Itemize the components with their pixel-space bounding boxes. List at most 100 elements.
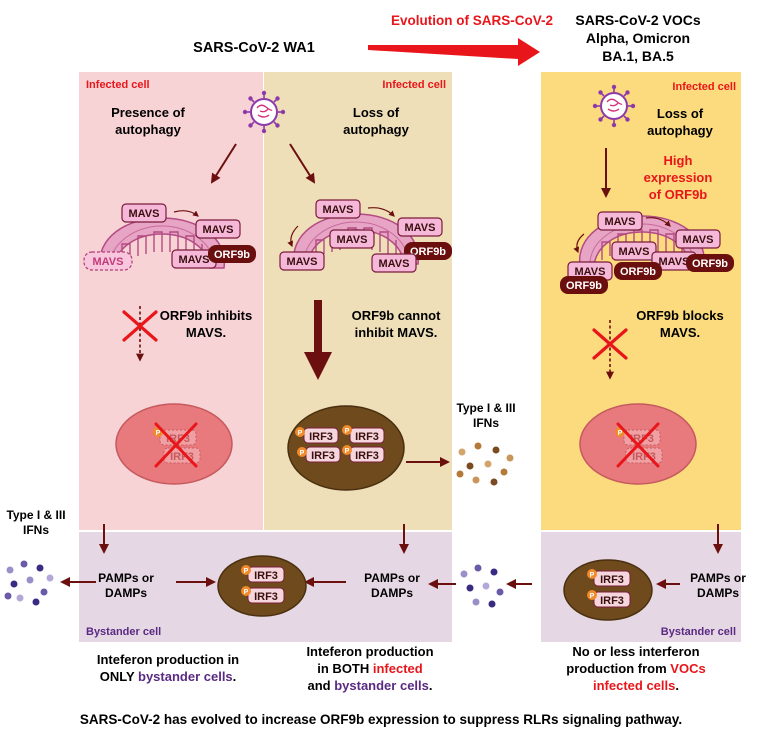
svg-text:MAVS: MAVS bbox=[93, 256, 124, 268]
panel1-inhibit-2: MAVS. bbox=[186, 325, 226, 340]
evolution-arrow bbox=[368, 38, 540, 66]
mavs-badge: MAVS bbox=[651, 251, 697, 271]
irf3-badge: IRF3 bbox=[593, 570, 631, 587]
bystander-nucleus-icon bbox=[217, 555, 307, 617]
svg-text:IRF3: IRF3 bbox=[254, 591, 278, 603]
svg-text:MAVS: MAVS bbox=[683, 234, 714, 246]
bystander-label: Bystander cell bbox=[661, 626, 736, 638]
caption-3-line-1: No or less interferon bbox=[572, 644, 699, 659]
mavs-badge: MAVS bbox=[397, 217, 443, 237]
pamps-label-1: PAMPs or bbox=[690, 571, 746, 585]
svg-text:P: P bbox=[345, 448, 350, 455]
panel3-desc-2: autophagy bbox=[647, 123, 713, 138]
mavs-badge: MAVS bbox=[121, 203, 167, 223]
svg-text:MAVS: MAVS bbox=[179, 254, 210, 266]
title-wa1: SARS-CoV-2 WA1 bbox=[193, 40, 315, 56]
pamps-label-1: PAMPs or bbox=[98, 571, 154, 585]
panel2-desc-1: Loss of bbox=[353, 105, 400, 120]
mavs-badge: MAVS bbox=[171, 249, 217, 269]
caption-2-line-2: in BOTH infected bbox=[317, 661, 423, 676]
arrow-virus-panel2 bbox=[289, 143, 316, 184]
caption-1-line-1: Inteferon production in bbox=[97, 652, 239, 667]
panel1-label: Infected cell bbox=[86, 79, 150, 91]
svg-text:IRF3: IRF3 bbox=[600, 574, 624, 586]
panel1-desc-1: Presence of bbox=[111, 105, 185, 120]
mavs-badge: MAVS bbox=[279, 251, 325, 271]
svg-text:IRF3: IRF3 bbox=[254, 570, 278, 582]
svg-text:MAVS: MAVS bbox=[619, 246, 650, 258]
caption-1-line-2: ONLY bystander cells. bbox=[100, 669, 237, 684]
svg-text:ORF9b: ORF9b bbox=[566, 280, 602, 292]
pamps-label-2: DAMPs bbox=[697, 586, 739, 600]
phospho-icon: P bbox=[241, 565, 251, 575]
ifn-particles-icon bbox=[460, 564, 504, 608]
svg-text:MAVS: MAVS bbox=[379, 258, 410, 270]
mavs-badge: MAVS bbox=[329, 229, 375, 249]
svg-text:P: P bbox=[298, 430, 303, 437]
irf3-badge: IRF3 bbox=[349, 427, 385, 444]
svg-text:MAVS: MAVS bbox=[323, 204, 354, 216]
svg-text:MAVS: MAVS bbox=[129, 208, 160, 220]
mavs-badge: MAVS bbox=[371, 253, 417, 273]
mavs-badge: MAVS bbox=[567, 261, 613, 281]
pamps-label-2: DAMPs bbox=[105, 586, 147, 600]
title-vocs-1: SARS-CoV-2 VOCs bbox=[575, 12, 700, 28]
caption-3-line-3: infected cells. bbox=[593, 678, 679, 693]
inhibition-x-icon bbox=[122, 310, 158, 342]
panel3-high-1: High bbox=[664, 153, 693, 168]
orf9b-badge: ORF9b bbox=[404, 242, 452, 260]
svg-text:P: P bbox=[244, 589, 249, 596]
ifn-label-bystander-2: IFNs bbox=[23, 523, 49, 537]
phospho-icon: P bbox=[587, 569, 597, 579]
irf3-badge: IRF3 bbox=[305, 446, 341, 463]
svg-text:P: P bbox=[156, 430, 161, 437]
svg-text:P: P bbox=[618, 430, 623, 437]
mavs-badge: MAVS bbox=[195, 219, 241, 239]
svg-text:IRF3: IRF3 bbox=[355, 431, 379, 443]
phospho-icon: P bbox=[297, 447, 307, 457]
mavs-badge-degraded: MAVS bbox=[83, 251, 133, 271]
arrow-virus-panel1 bbox=[210, 143, 237, 184]
panel2-desc-2: autophagy bbox=[343, 122, 409, 137]
ifn-label-bystander-1: Type I & III bbox=[6, 508, 65, 522]
mavs-move-arrow bbox=[173, 210, 199, 217]
svg-text:MAVS: MAVS bbox=[203, 224, 234, 236]
panel3-blocks-2: MAVS. bbox=[660, 325, 700, 340]
orf9b-badge: ORF9b bbox=[208, 245, 256, 263]
bystander-label: Bystander cell bbox=[86, 626, 161, 638]
svg-text:IRF3: IRF3 bbox=[311, 450, 335, 462]
svg-text:MAVS: MAVS bbox=[405, 222, 436, 234]
mavs-badge: MAVS bbox=[315, 199, 361, 219]
svg-text:ORF9b: ORF9b bbox=[410, 246, 446, 258]
orf9b-badge: ORF9b bbox=[686, 254, 734, 272]
phospho-icon: P bbox=[241, 586, 251, 596]
orf9b-badge: ORF9b bbox=[560, 276, 608, 294]
mavs-badge: MAVS bbox=[611, 241, 657, 261]
svg-text:MAVS: MAVS bbox=[605, 216, 636, 228]
panel1-desc-2: autophagy bbox=[115, 122, 181, 137]
mavs-move-arrow bbox=[573, 233, 585, 254]
svg-text:P: P bbox=[345, 428, 350, 435]
svg-text:P: P bbox=[244, 568, 249, 575]
virus-icon bbox=[241, 89, 287, 135]
svg-text:MAVS: MAVS bbox=[575, 266, 606, 278]
svg-text:ORF9b: ORF9b bbox=[692, 258, 728, 270]
bystander-nucleus-icon bbox=[563, 559, 653, 621]
svg-text:P: P bbox=[590, 593, 595, 600]
mavs-move-arrow bbox=[367, 207, 395, 217]
irf3-badge: IRF3 bbox=[349, 446, 385, 463]
panel3-high-3: of ORF9b bbox=[649, 187, 708, 202]
panel1-inhibit-1: ORF9b inhibits bbox=[160, 308, 252, 323]
panel2-cannot-1: ORF9b cannot bbox=[352, 308, 442, 323]
svg-text:IRF3: IRF3 bbox=[309, 431, 333, 443]
svg-text:MAVS: MAVS bbox=[337, 234, 368, 246]
phospho-icon: P bbox=[342, 445, 352, 455]
caption-2-line-1: Inteferon production bbox=[306, 644, 433, 659]
svg-text:P: P bbox=[300, 450, 305, 457]
title-vocs-2: Alpha, Omicron bbox=[586, 30, 690, 46]
irf3-badge: IRF3 bbox=[303, 427, 339, 444]
pamps-label-2: DAMPs bbox=[371, 586, 413, 600]
ifn-label-infected-1: Type I & III bbox=[456, 401, 515, 415]
inhibition-x-icon bbox=[592, 328, 628, 360]
